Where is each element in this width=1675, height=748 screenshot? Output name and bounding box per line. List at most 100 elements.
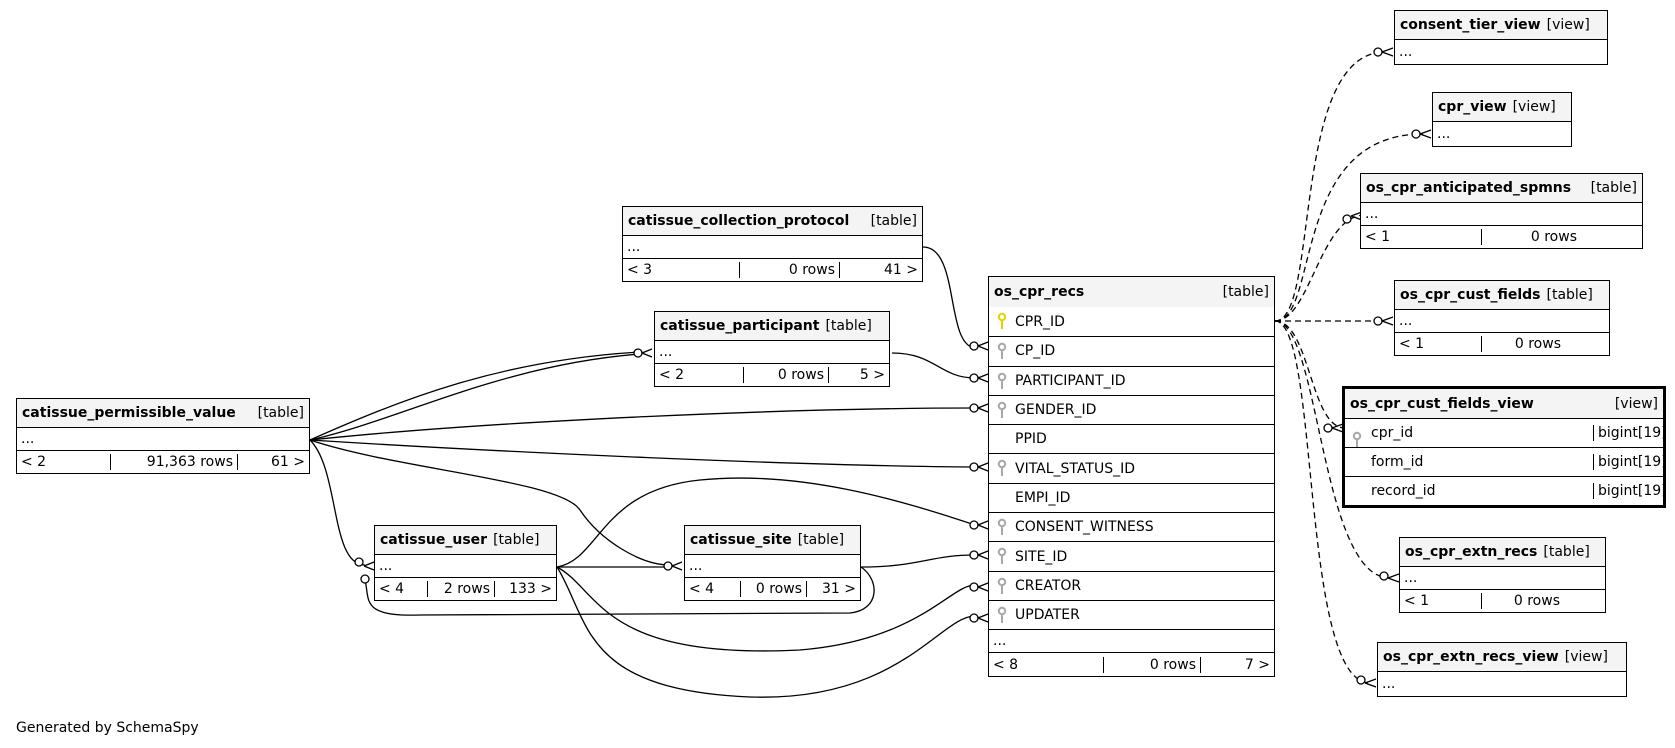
column-name: CPR_ID bbox=[1015, 313, 1065, 330]
marker-extn-recs bbox=[1379, 571, 1389, 581]
children-link[interactable]: 133 > bbox=[494, 581, 556, 597]
children-link[interactable]: 61 > bbox=[237, 454, 309, 470]
column-row[interactable]: PPID bbox=[989, 424, 1274, 453]
marker-gender-id bbox=[969, 403, 979, 413]
foreign-key-icon bbox=[997, 548, 1007, 565]
table-cpr-view[interactable]: cpr_view[view] ... bbox=[1432, 92, 1572, 147]
ellipsis-row: ... bbox=[1395, 309, 1609, 332]
table-os-cpr-extn-recs-view[interactable]: os_cpr_extn_recs_view[view] ... bbox=[1377, 642, 1627, 697]
foreign-key-icon bbox=[997, 577, 1007, 594]
column-row[interactable]: form_id bigint[19] bbox=[1345, 447, 1667, 476]
children-link[interactable]: 41 > bbox=[839, 262, 922, 278]
table-catissue-collection-protocol[interactable]: catissue_collection_protocol [table] ...… bbox=[622, 206, 923, 282]
marker-cpr-view bbox=[1411, 129, 1421, 139]
column-row[interactable]: UPDATER bbox=[989, 599, 1274, 629]
parents-link[interactable]: < 4 bbox=[379, 581, 405, 597]
foreign-key-icon bbox=[997, 460, 1007, 477]
primary-key-icon bbox=[997, 312, 1007, 329]
rel-cpr-extn-recs-view bbox=[1274, 320, 1371, 684]
rel-participant-participant-id bbox=[891, 352, 976, 379]
column-name: CONSENT_WITNESS bbox=[1015, 519, 1154, 536]
marker-vital-status-id bbox=[969, 462, 979, 472]
column-name: CP_ID bbox=[1015, 343, 1056, 360]
table-os-cpr-anticipated-spmns[interactable]: os_cpr_anticipated_spmns [table] ... < 1… bbox=[1360, 173, 1643, 249]
children-link[interactable]: 7 > bbox=[1200, 656, 1274, 673]
parents-link[interactable]: < 1 bbox=[1404, 593, 1430, 609]
column-row[interactable]: CREATOR bbox=[989, 570, 1274, 600]
parents-link[interactable]: < 4 bbox=[689, 581, 715, 597]
parents-link[interactable]: < 2 bbox=[659, 367, 685, 383]
column-type: bigint[19] bbox=[1593, 425, 1667, 441]
foreign-key-icon bbox=[997, 343, 1007, 360]
column-row[interactable]: VITAL_STATUS_ID bbox=[989, 453, 1274, 482]
table-os-cpr-cust-fields[interactable]: os_cpr_cust_fields[table] ... < 1 0 rows bbox=[1394, 280, 1610, 356]
parents-link[interactable]: < 2 bbox=[21, 454, 47, 470]
table-kind: [view] bbox=[1614, 395, 1658, 412]
generated-by-credit: Generated by SchemaSpy bbox=[16, 720, 199, 736]
table-name: consent_tier_view bbox=[1400, 17, 1541, 33]
foreign-key-icon bbox=[997, 606, 1007, 623]
rel-user-updater bbox=[556, 566, 976, 698]
table-header: catissue_site[table] bbox=[685, 526, 860, 554]
table-header: os_cpr_extn_recs_view[view] bbox=[1378, 643, 1626, 671]
marker-user-ellipsis-a bbox=[354, 557, 364, 567]
marker-cp-id bbox=[969, 341, 979, 351]
ellipsis-row: ... bbox=[623, 235, 922, 258]
rel-permvalue-participant-a bbox=[309, 353, 641, 441]
marker-consent-witness bbox=[969, 520, 979, 530]
table-header: os_cpr_extn_recs [table] bbox=[1400, 538, 1605, 566]
children-link[interactable]: 31 > bbox=[806, 581, 860, 597]
marker-site-ellipsis bbox=[663, 561, 673, 571]
stats-row: < 1 0 rows bbox=[1400, 589, 1605, 612]
table-catissue-participant[interactable]: catissue_participant[table] ... < 2 0 ro… bbox=[654, 311, 890, 387]
ellipsis-row: ... bbox=[989, 629, 1274, 652]
table-header: os_cpr_cust_fields_view [view] bbox=[1345, 389, 1663, 418]
column-name: SITE_ID bbox=[1015, 548, 1068, 565]
table-name: os_cpr_cust_fields bbox=[1400, 287, 1541, 303]
rel-site-user bbox=[364, 566, 875, 616]
rel-permvalue-vital-status bbox=[309, 439, 976, 468]
column-name: PARTICIPANT_ID bbox=[1015, 372, 1126, 389]
table-consent-tier-view[interactable]: consent_tier_view[view] ... bbox=[1394, 10, 1608, 65]
rel-cpr-anticipated-spmns bbox=[1274, 214, 1366, 322]
parents-link[interactable]: < 1 bbox=[1399, 336, 1425, 352]
column-name: CREATOR bbox=[1015, 577, 1082, 594]
table-name: catissue_collection_protocol bbox=[628, 213, 850, 229]
table-catissue-permissible-value[interactable]: catissue_permissible_value [table] ... <… bbox=[16, 398, 310, 474]
column-row[interactable]: CONSENT_WITNESS bbox=[989, 512, 1274, 541]
stats-row: < 1 0 rows bbox=[1361, 225, 1642, 248]
column-row[interactable]: GENDER_ID bbox=[989, 394, 1274, 424]
stats-row: < 4 2 rows 133 > bbox=[375, 577, 556, 600]
table-kind: [table] bbox=[1543, 544, 1590, 560]
table-name: catissue_site bbox=[690, 532, 792, 548]
column-type: bigint[19] bbox=[1593, 454, 1667, 470]
table-name: os_cpr_extn_recs bbox=[1405, 544, 1538, 560]
column-row[interactable]: CPR_ID bbox=[989, 307, 1274, 336]
children-link[interactable]: 5 > bbox=[828, 367, 889, 383]
column-name: VITAL_STATUS_ID bbox=[1015, 460, 1135, 477]
column-row[interactable]: cpr_id bigint[19] bbox=[1345, 418, 1667, 448]
table-name: cpr_view bbox=[1438, 99, 1507, 115]
column-row[interactable]: record_id bigint[19] bbox=[1345, 476, 1667, 505]
marker-consent-tier bbox=[1373, 47, 1383, 57]
table-name: catissue_participant bbox=[660, 318, 820, 334]
ellipsis-row: ... bbox=[655, 340, 889, 363]
table-os-cpr-extn-recs[interactable]: os_cpr_extn_recs[table] ... < 1 0 rows bbox=[1399, 537, 1606, 613]
parents-link[interactable]: < 3 bbox=[627, 262, 653, 278]
stats-row: < 8 0 rows 7 > bbox=[989, 652, 1274, 676]
parents-link[interactable]: < 8 bbox=[993, 656, 1019, 673]
column-row[interactable]: SITE_ID bbox=[989, 541, 1274, 570]
table-catissue-site[interactable]: catissue_site[table] ... < 4 0 rows 31 > bbox=[684, 525, 861, 601]
column-name: form_id bbox=[1371, 454, 1424, 470]
column-name: cpr_id bbox=[1371, 425, 1414, 441]
parents-link[interactable]: < 1 bbox=[1365, 229, 1391, 245]
rel-cpr-cust-fields-view bbox=[1274, 320, 1346, 429]
column-row[interactable]: CP_ID bbox=[989, 336, 1274, 365]
table-os-cpr-cust-fields-view[interactable]: os_cpr_cust_fields_view [view] cpr_id bi… bbox=[1342, 386, 1667, 508]
table-header: cpr_view[view] bbox=[1433, 93, 1571, 121]
column-row[interactable]: EMPI_ID bbox=[989, 482, 1274, 512]
table-catissue-user[interactable]: catissue_user[table] ... < 4 2 rows 133 … bbox=[374, 525, 557, 601]
column-row[interactable]: PARTICIPANT_ID bbox=[989, 365, 1274, 395]
